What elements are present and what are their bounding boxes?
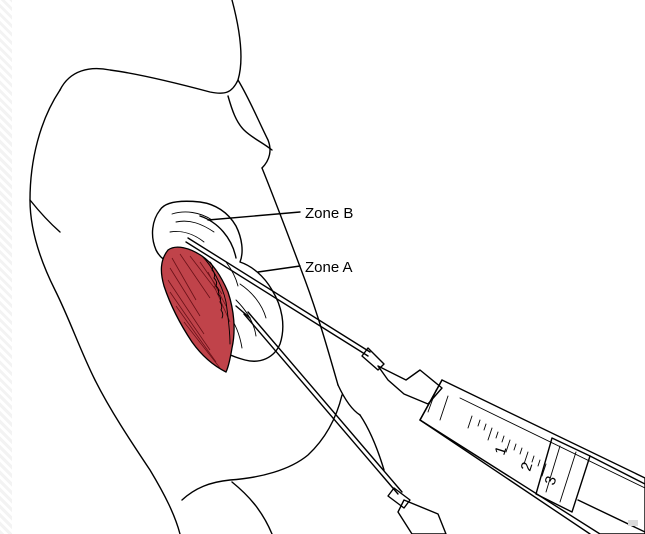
zone-b-label: Zone B — [305, 205, 353, 222]
zone-a-label: Zone A — [305, 259, 353, 276]
syringe-scale-2: 2 — [518, 460, 537, 473]
corner-mark — [628, 520, 638, 526]
zone-a-leader — [258, 266, 300, 272]
lower-needle — [236, 306, 446, 534]
zone-b-arc — [200, 216, 236, 258]
syringe: 1 2 3 — [378, 366, 645, 534]
zone-b-leader — [208, 212, 300, 220]
